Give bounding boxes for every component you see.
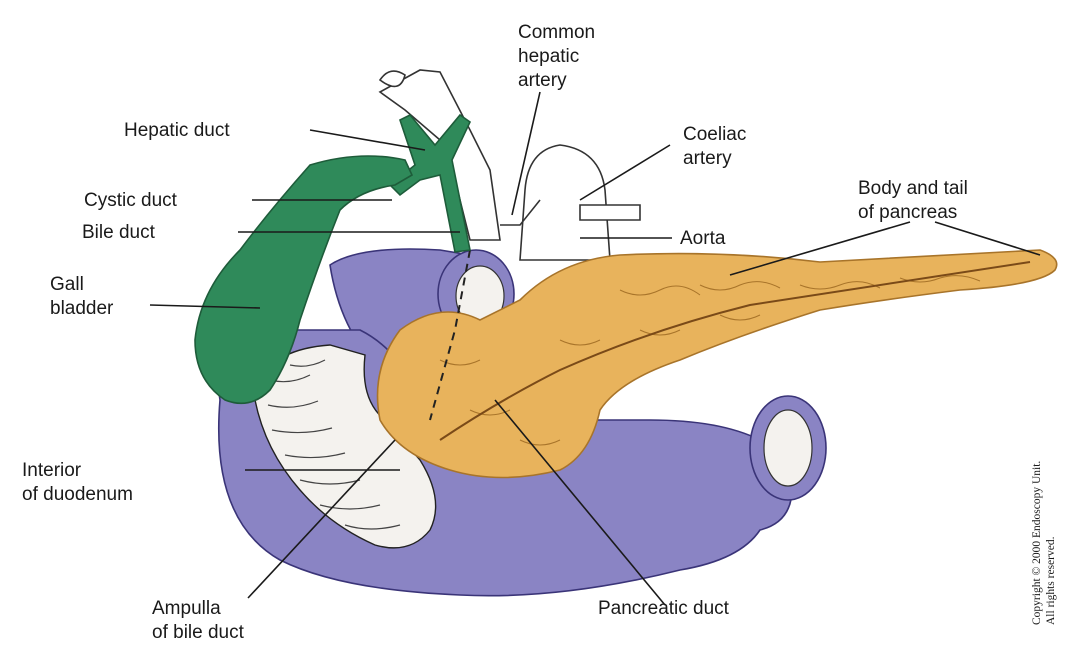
- label-gall-bladder: Gall bladder: [50, 274, 114, 319]
- svg-text:All rights reserved.: All rights reserved.: [1045, 536, 1057, 625]
- label-body-tail-pancreas: Body and tail of pancreas: [858, 178, 973, 223]
- label-ampulla: Ampulla of bile duct: [152, 598, 245, 643]
- label-pancreatic-duct: Pancreatic duct: [598, 598, 730, 619]
- svg-text:Copyright © 2000 Endoscopy Uni: Copyright © 2000 Endoscopy Unit.: [1031, 461, 1043, 625]
- label-coeliac-artery: Coeliac artery: [683, 124, 752, 169]
- label-bile-duct: Bile duct: [82, 222, 156, 243]
- label-aorta: Aorta: [680, 228, 726, 249]
- copyright-notice: Copyright © 2000 Endoscopy Unit. All rig…: [1031, 461, 1057, 625]
- label-cystic-duct: Cystic duct: [84, 190, 178, 211]
- label-common-hepatic-artery: Common hepatic artery: [518, 22, 600, 91]
- label-interior-duodenum: Interior of duodenum: [22, 460, 133, 505]
- label-hepatic-duct: Hepatic duct: [124, 120, 230, 141]
